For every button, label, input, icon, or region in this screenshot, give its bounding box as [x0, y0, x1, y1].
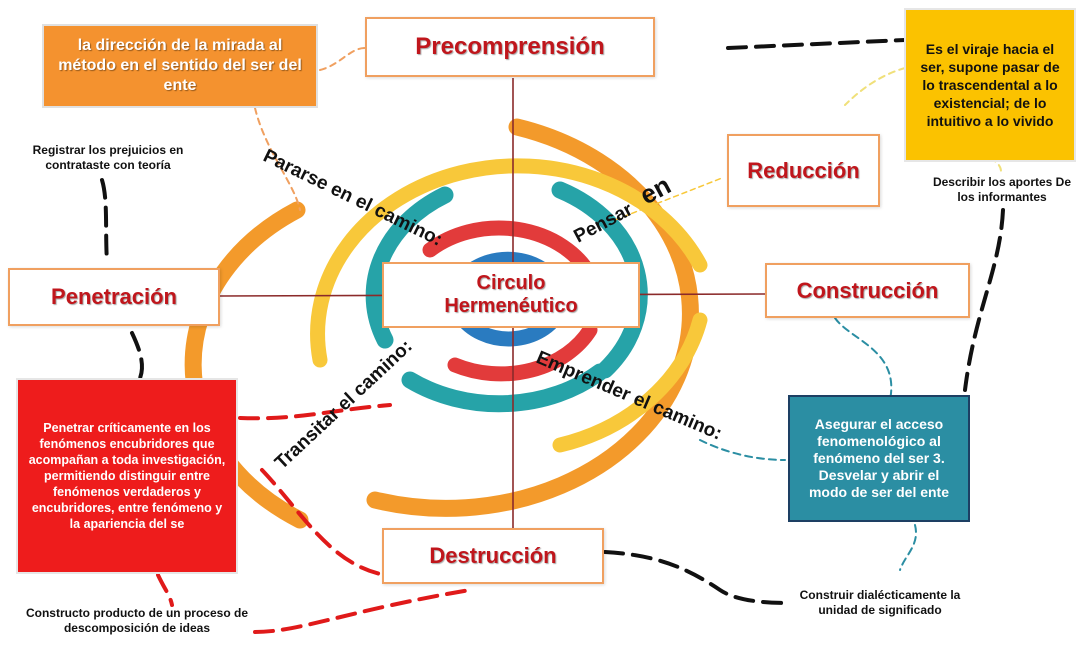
- connector-teal-construir: [899, 524, 917, 571]
- note-constructo: Constructo producto de un proceso de des…: [22, 606, 252, 636]
- stage-reduccion: Reducción: [727, 134, 880, 207]
- connector-constructo-destruccion: [253, 588, 472, 634]
- ring-teal-bottom: [401, 363, 609, 413]
- connector-destruccion-construir: [603, 550, 792, 605]
- info-box-red-text: Penetrar críticamente en los fenómenos e…: [28, 421, 226, 531]
- connector-describir-construccion: [963, 208, 1005, 392]
- info-box-red: Penetrar críticamente en los fenómenos e…: [16, 378, 238, 574]
- info-box-yellow: Es el viraje hacia el ser, supone pasar …: [904, 8, 1076, 162]
- connector-red-transitar: [238, 403, 392, 421]
- info-box-teal-text: Asegurar el acceso fenomenológico al fen…: [808, 416, 950, 500]
- connector-transitar-destruccion: [260, 468, 387, 577]
- stage-destruccion-label: Destrucción: [429, 543, 557, 568]
- note-describir: Describir los aportes De los informantes: [924, 175, 1080, 205]
- stage-destruccion: Destrucción: [382, 528, 604, 584]
- stage-penetracion-label: Penetración: [51, 284, 177, 309]
- connector-yellow-reduccion: [844, 67, 906, 106]
- ring-yellow-low: [552, 312, 708, 453]
- info-box-yellow-text: Es el viraje hacia el ser, supone pasar …: [920, 41, 1060, 129]
- connector-red-constructo: [156, 573, 174, 607]
- note-construir: Construir dialécticamente la unidad de s…: [780, 588, 980, 618]
- connector-construccion-teal: [834, 317, 893, 401]
- connector-orange-ring: [254, 107, 301, 211]
- center-box: Circulo Hermenéutico: [382, 262, 640, 328]
- connector-precomprension-yellow: [726, 38, 907, 50]
- info-box-teal: Asegurar el acceso fenomenológico al fen…: [788, 395, 970, 522]
- stage-penetracion: Penetración: [8, 268, 220, 326]
- connector-pensar-reduccion: [614, 177, 723, 221]
- ring-yellow: [310, 158, 708, 368]
- note-construir-text: Construir dialécticamente la unidad de s…: [799, 588, 961, 617]
- stage-construccion-label: Construcción: [796, 277, 939, 303]
- connector-orange-precomprension: [319, 47, 366, 71]
- stage-reduccion-label: Reducción: [747, 157, 860, 183]
- note-constructo-text: Constructo producto de un proceso de des…: [25, 606, 248, 635]
- center-title-line2: Hermenéutico: [444, 295, 578, 317]
- connector-teal-emprender: [699, 439, 786, 461]
- info-box-orange: la dirección de la mirada al método en e…: [42, 24, 318, 108]
- note-registrar: Registrar los prejuicios en contrataste …: [8, 143, 208, 173]
- ring-red: [422, 220, 598, 382]
- ring-orange-left: [184, 201, 309, 529]
- stage-precomprension-label: Precomprensión: [415, 33, 605, 60]
- note-registrar-text: Registrar los prejuicios en contrataste …: [32, 143, 184, 172]
- label-transitar: Transitar el camino:: [271, 336, 417, 474]
- note-describir-text: Describir los aportes De los informantes: [932, 175, 1072, 204]
- info-box-orange-text: la dirección de la mirada al método en e…: [58, 37, 302, 94]
- center-title-line1: Circulo: [476, 272, 546, 294]
- stage-precomprension: Precomprensión: [365, 17, 655, 77]
- connector-registrar-penetracion: [100, 178, 109, 264]
- connectors: [100, 38, 1005, 634]
- stage-construccion: Construcción: [765, 263, 970, 318]
- connector-penetracion-red: [130, 331, 144, 380]
